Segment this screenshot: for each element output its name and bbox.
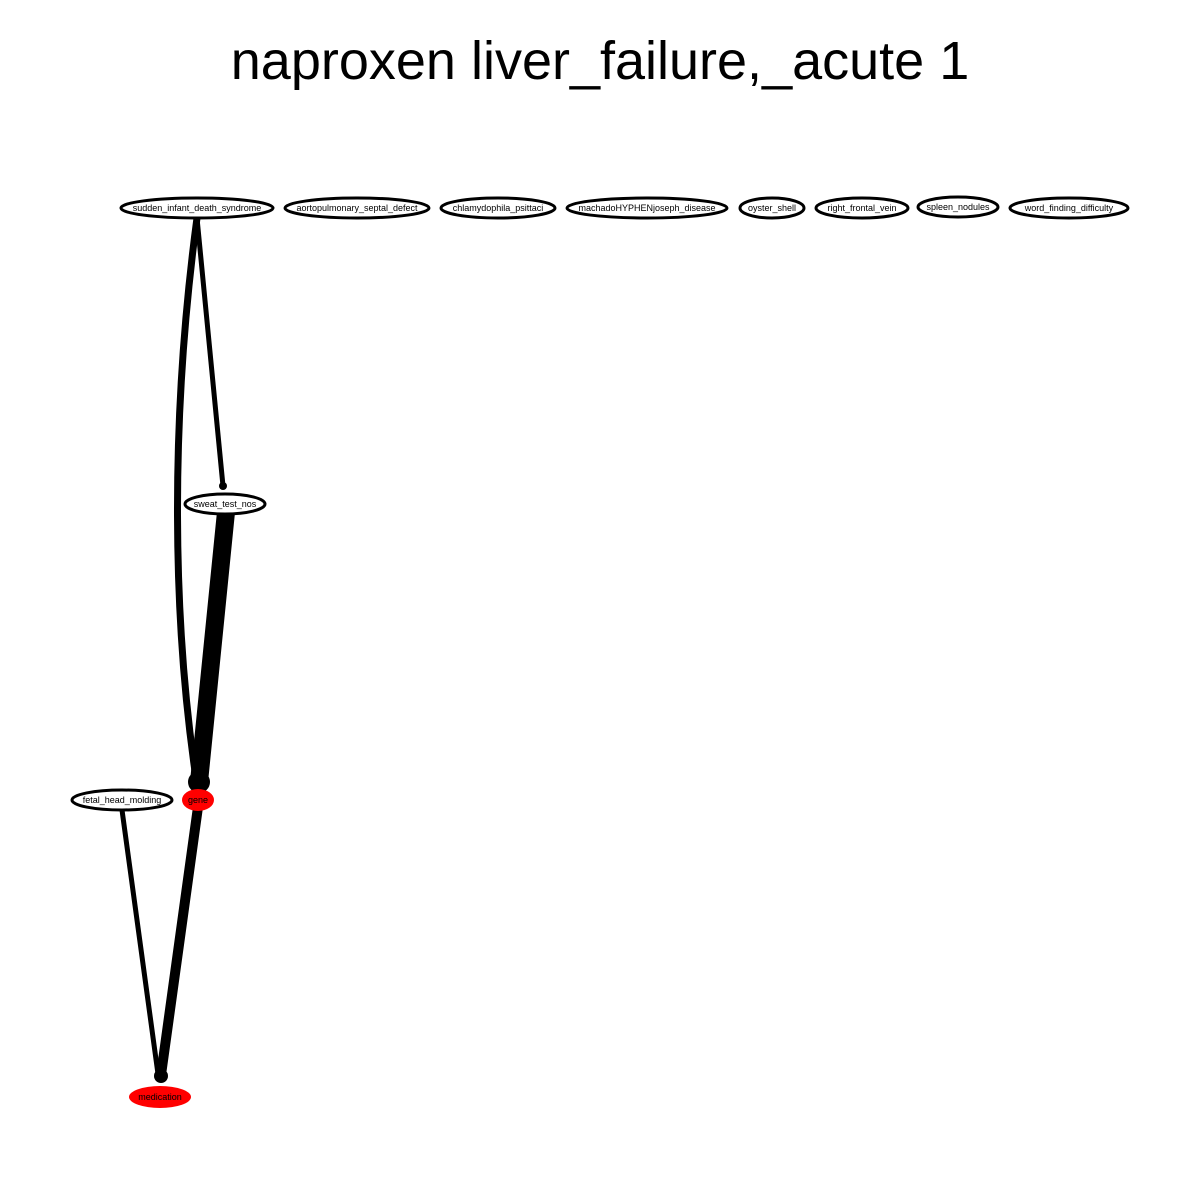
node-medication: medication [129, 1086, 191, 1108]
graph-title: naproxen liver_failure,_acute 1 [230, 31, 970, 91]
node-label-right_frontal_vein: right_frontal_vein [827, 203, 896, 213]
node-label-fetal_head_molding: fetal_head_molding [83, 795, 162, 805]
node-aortopulmonary_septal_defect: aortopulmonary_septal_defect [283, 196, 431, 220]
node-gene: gene [182, 789, 214, 811]
node-shape-right_frontal_vein [814, 196, 910, 220]
node-label-spleen_nodules: spleen_nodules [926, 202, 990, 212]
edge-arrowhead-gene [188, 771, 210, 793]
node-shape-chlamydophila_psittaci [439, 196, 557, 220]
node-label-medication: medication [138, 1092, 182, 1102]
edge-gene-to-medication [156, 802, 203, 1080]
node-shape-oyster_shell [738, 196, 806, 220]
node-right_frontal_vein: right_frontal_vein [814, 196, 910, 220]
edge-fetal_head_molding-to-medication [119, 807, 161, 1077]
node-shape-word_finding_difficulty [1008, 196, 1130, 220]
node-shape-fetal_head_molding [70, 788, 174, 812]
node-shape-aortopulmonary_septal_defect [283, 196, 431, 220]
node-sudden_infant_death_syndrome: sudden_infant_death_syndrome [119, 196, 275, 220]
edge-sweat_test_nos-to-gene [190, 503, 235, 791]
node-label-machadoHYPHENjoseph_disease: machadoHYPHENjoseph_disease [578, 203, 715, 213]
node-shape-gene [182, 789, 214, 811]
node-label-gene: gene [188, 795, 208, 805]
edge-arrowhead-sweat_test_nos [219, 482, 227, 490]
nodes-layer: sudden_infant_death_syndrome aortopulmona… [70, 195, 1130, 1108]
node-shape-medication [129, 1086, 191, 1108]
edge-sudden_infant_death_syndrome-to-sweat_test_nos [194, 215, 226, 489]
node-machadoHYPHENjoseph_disease: machadoHYPHENjoseph_disease [565, 196, 729, 220]
node-shape-machadoHYPHENjoseph_disease [565, 196, 729, 220]
node-label-sudden_infant_death_syndrome: sudden_infant_death_syndrome [133, 203, 262, 213]
edges-layer [119, 214, 235, 1083]
node-spleen_nodules: spleen_nodules [916, 195, 1000, 219]
node-label-word_finding_difficulty: word_finding_difficulty [1024, 203, 1114, 213]
node-oyster_shell: oyster_shell [738, 196, 806, 220]
edge-sudden_infant_death_syndrome-to-gene [174, 214, 201, 789]
node-shape-sweat_test_nos [183, 492, 267, 516]
node-shape-spleen_nodules [916, 195, 1000, 219]
node-chlamydophila_psittaci: chlamydophila_psittaci [439, 196, 557, 220]
node-shape-sudden_infant_death_syndrome [119, 196, 275, 220]
node-fetal_head_molding: fetal_head_molding [70, 788, 174, 812]
node-label-chlamydophila_psittaci: chlamydophila_psittaci [453, 203, 544, 213]
node-label-oyster_shell: oyster_shell [748, 203, 796, 213]
node-sweat_test_nos: sweat_test_nos [183, 492, 267, 516]
node-word_finding_difficulty: word_finding_difficulty [1008, 196, 1130, 220]
node-label-aortopulmonary_septal_defect: aortopulmonary_septal_defect [296, 203, 418, 213]
node-label-sweat_test_nos: sweat_test_nos [194, 499, 257, 509]
